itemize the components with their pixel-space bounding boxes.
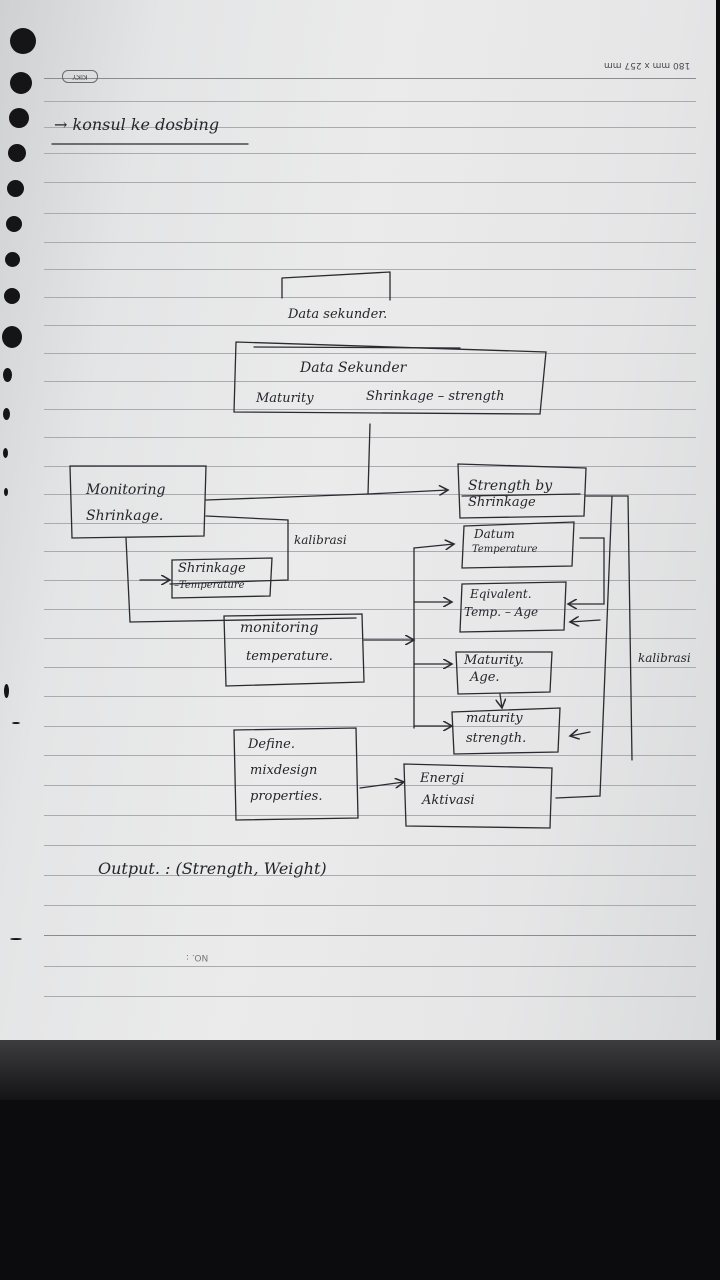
node-data-sekunder-maturity: Maturity — [256, 391, 314, 406]
node-data-sekunder-shrinkage-strength: Shrinkage – strength — [366, 389, 505, 404]
node-equivalent-l2: Temp. – Age — [464, 605, 539, 619]
node-monitoring-shrinkage-l1: Monitoring — [86, 482, 166, 498]
node-equivalent-l1: Eqivalent. — [470, 587, 532, 601]
binder-hole — [9, 108, 29, 128]
node-shrinkage-temperature-l2: –Temperature — [174, 580, 245, 591]
node-maturity-age-l2: Age. — [470, 670, 500, 685]
notebook-page: KIKY 180 mm x 257 mm NO. : — [0, 0, 716, 1058]
binder-hole — [4, 488, 8, 496]
node-strength-by-shrinkage-l1: Strength by — [468, 478, 553, 494]
binder-hole — [2, 326, 22, 348]
node-maturity-strength-l2: strength. — [466, 731, 527, 746]
note-consult: → konsul ke dosbing — [54, 115, 220, 134]
label-kalibrasi-right: kalibrasi — [638, 651, 691, 665]
node-data-sekunder-title: Data Sekunder — [300, 360, 407, 376]
binder-hole — [10, 28, 36, 54]
node-energi-aktivasi-l2: Aktivasi — [422, 793, 475, 808]
binder-hole — [10, 938, 22, 940]
binder-hole — [6, 216, 22, 232]
node-strength-by-shrinkage-l2: Shrinkage — [468, 495, 536, 510]
diagram-lines — [51, 143, 633, 829]
output-line: Output. : (Strength, Weight) — [98, 859, 327, 878]
node-datum-temperature-l2: Temperature — [472, 544, 538, 555]
binder-hole — [4, 288, 20, 304]
binder-hole — [3, 408, 10, 420]
node-define-mix-l2: mixdesign — [250, 763, 318, 778]
node-data-sekunder-top: Data sekunder. — [288, 307, 388, 322]
node-monitoring-shrinkage-l2: Shrinkage. — [86, 508, 164, 524]
node-define-mix-l1: Define. — [248, 737, 295, 752]
binder-hole — [7, 180, 24, 197]
binder-hole — [3, 368, 12, 382]
node-monitoring-temperature-l1: monitoring — [240, 620, 319, 636]
binder-hole — [3, 448, 8, 458]
node-maturity-strength-l1: maturity — [466, 711, 523, 726]
binder-hole — [4, 684, 9, 698]
binder-hole — [12, 722, 20, 724]
label-kalibrasi-left: kalibrasi — [294, 533, 347, 547]
node-datum-temperature-l1: Datum — [474, 527, 515, 541]
node-shrinkage-temperature-l1: Shrinkage — [178, 561, 246, 576]
node-define-mix-l3: properties. — [250, 789, 323, 804]
binder-hole — [10, 72, 32, 94]
binder-hole — [5, 252, 20, 267]
node-maturity-age-l1: Maturity. — [464, 653, 525, 668]
background-shadow — [0, 1040, 720, 1100]
binder-hole — [8, 144, 26, 162]
node-energi-aktivasi-l1: Energi — [420, 771, 465, 786]
node-monitoring-temperature-l2: temperature. — [246, 649, 333, 664]
